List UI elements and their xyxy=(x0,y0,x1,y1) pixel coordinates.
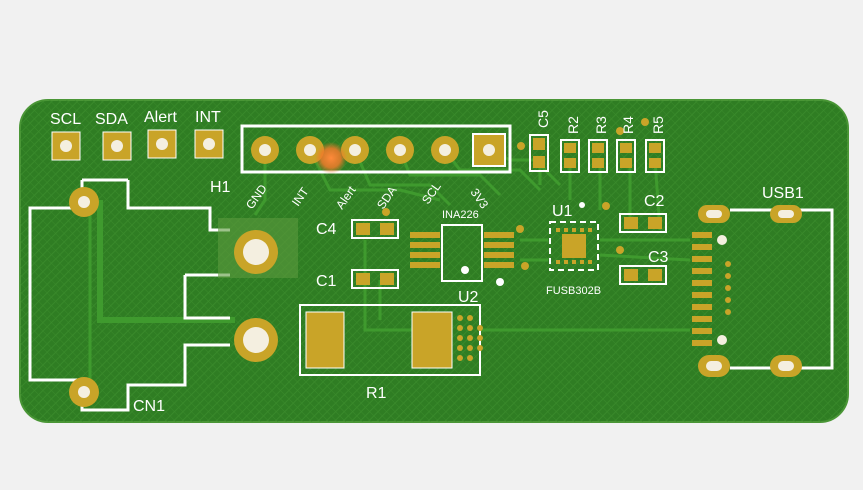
component-c4[interactable]: C4 xyxy=(316,208,399,239)
testpoint-int[interactable]: INT xyxy=(194,109,224,159)
testpoint-alert[interactable]: Alert xyxy=(144,109,177,159)
ic-u1-part: FUSB302B xyxy=(546,285,601,297)
testpoint-sda[interactable]: SDA xyxy=(95,111,132,161)
testpoint-scl[interactable]: SCL xyxy=(50,111,81,161)
component-c2[interactable]: C2 xyxy=(619,193,667,233)
capacitor-label: C2 xyxy=(644,193,665,210)
cursor-highlight xyxy=(315,142,347,174)
testpoint-label: SCL xyxy=(50,111,81,128)
connector-cn1[interactable]: CN1 xyxy=(28,178,298,415)
cn1-label: CN1 xyxy=(133,398,165,415)
capacitor-label: C4 xyxy=(316,221,337,238)
component-c1[interactable]: C1 xyxy=(316,269,399,290)
passive-label: R3 xyxy=(593,116,609,134)
component-c5[interactable]: C5 xyxy=(517,110,551,172)
ic-u1[interactable]: U1 FUSB302B xyxy=(546,202,624,297)
h1-label: H1 xyxy=(210,179,231,196)
ic-u2-label: U2 xyxy=(458,289,479,306)
testpoint-label: SDA xyxy=(95,111,128,128)
pcb-board xyxy=(19,99,849,423)
component-r3[interactable]: R3 xyxy=(588,116,609,173)
component-r4[interactable]: R4 xyxy=(616,116,636,173)
ic-u2-part: INA226 xyxy=(442,209,479,221)
usb1-label: USB1 xyxy=(762,185,804,202)
copper-traces xyxy=(88,148,691,400)
connector-usb1[interactable]: USB1 xyxy=(692,185,834,377)
ic-u2[interactable]: INA226 U2 xyxy=(410,209,529,306)
testpoint-label: Alert xyxy=(144,109,177,126)
testpoint-group: SCL SDA Alert INT xyxy=(50,109,224,161)
passive-label: C5 xyxy=(535,110,551,128)
ic-u1-label: U1 xyxy=(552,203,573,220)
r1-label: R1 xyxy=(366,385,387,402)
resistor-r1[interactable]: R1 xyxy=(299,304,483,402)
capacitor-label: C3 xyxy=(648,249,669,266)
passive-label: R5 xyxy=(650,116,666,134)
capacitor-label: C1 xyxy=(316,273,337,290)
component-r2[interactable]: R2 xyxy=(560,116,581,173)
component-r5[interactable]: R5 xyxy=(641,116,666,173)
testpoint-label: INT xyxy=(195,109,221,126)
passive-label: R4 xyxy=(620,116,636,134)
passive-label: R2 xyxy=(565,116,581,134)
passives-top: C5 R2 R3 R4 R5 xyxy=(517,110,666,173)
component-c3[interactable]: C3 xyxy=(619,249,669,285)
